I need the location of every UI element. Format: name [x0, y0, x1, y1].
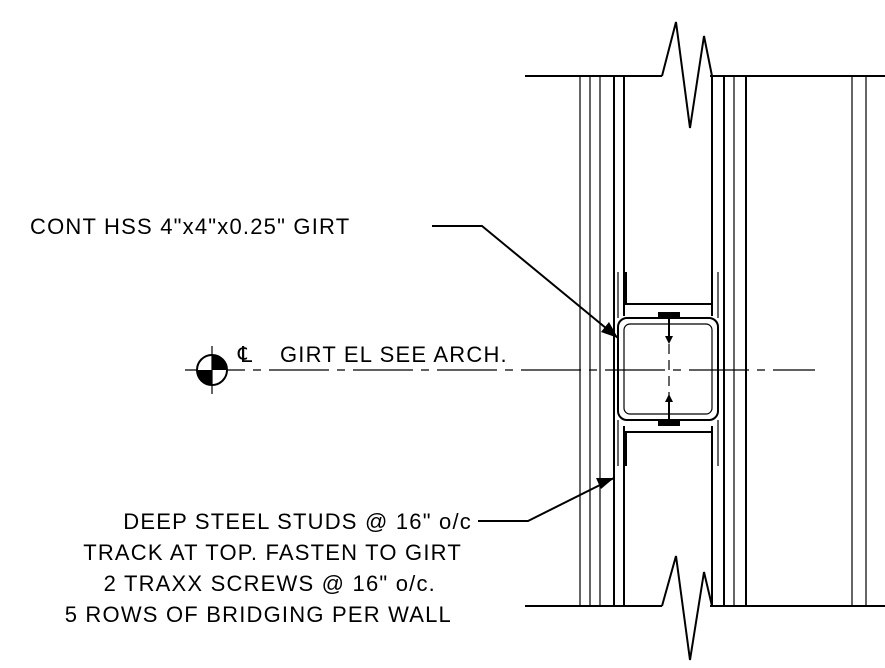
top-break-line — [661, 21, 713, 129]
girt-callout-text: CONT HSS 4"x4"x0.25" GIRT — [30, 214, 350, 239]
lower-track — [625, 431, 713, 466]
stud-leader-arrow — [596, 478, 614, 489]
girt-leader-arrow — [601, 322, 618, 338]
bottom-break-line — [661, 555, 713, 661]
stud-note-line-2: TRACK AT TOP. FASTEN TO GIRT — [83, 540, 462, 565]
screw-bottom — [658, 394, 680, 426]
centerline-symbol-text: ℄ — [237, 342, 253, 367]
stud-note-line-4: 5 ROWS OF BRIDGING PER WALL — [65, 602, 452, 627]
elevation-target-symbol — [196, 346, 228, 394]
stud-note-line-1: DEEP STEEL STUDS @ 16" o/c — [123, 509, 472, 534]
stud-note-line-3: 2 TRAXX SCREWS @ 16" o/c. — [104, 571, 436, 596]
screw-top — [658, 312, 680, 344]
upper-track — [625, 272, 713, 305]
stud-leader-line — [478, 477, 615, 522]
centerline-callout-text: GIRT EL SEE ARCH. — [280, 342, 508, 367]
girt-leader-line — [432, 225, 619, 339]
